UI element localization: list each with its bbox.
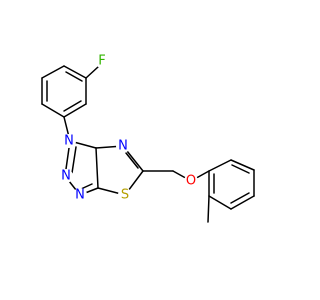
molecule-structure-canvas: F N N N N S O (41, 54, 255, 223)
double-bond-inner (80, 183, 93, 190)
atom-label-S: S (118, 188, 132, 203)
double-bond-inner (65, 71, 83, 82)
atom-label-O: O (184, 174, 198, 189)
methylphenyl-ring (207, 159, 255, 223)
bond (63, 103, 87, 118)
bond (208, 195, 232, 210)
bond (230, 159, 255, 171)
double-bond-inner (63, 100, 82, 112)
bond (85, 66, 99, 79)
bond (95, 147, 99, 189)
molecule-structure-drawing: F N N N N S O (41, 54, 255, 223)
bond (41, 65, 65, 79)
atom-label-N1: N (62, 134, 76, 149)
atom-label-N2: N (59, 169, 73, 184)
atom-label-N4: N (73, 188, 87, 203)
bond (41, 103, 65, 118)
double-bond-inner (230, 192, 250, 204)
fluorine-label: F (98, 54, 105, 69)
double-bond-inner (125, 152, 139, 169)
sulfur-label: S (121, 188, 129, 203)
fluorophenyl-ring (41, 65, 99, 118)
nitrogen-label: N (118, 139, 128, 154)
oxygen-label: O (186, 174, 196, 189)
atom-label-N3: N (116, 139, 130, 154)
double-bond-inner (231, 164, 250, 174)
bond (230, 195, 255, 210)
nitrogen-label: N (75, 188, 85, 203)
nitrogen-label: N (61, 169, 71, 184)
double-bond-inner (71, 146, 77, 174)
bond (63, 65, 87, 79)
atom-label-F: F (95, 54, 109, 69)
bond (208, 159, 232, 172)
nitrogen-label: N (64, 134, 74, 149)
bond (207, 195, 210, 223)
